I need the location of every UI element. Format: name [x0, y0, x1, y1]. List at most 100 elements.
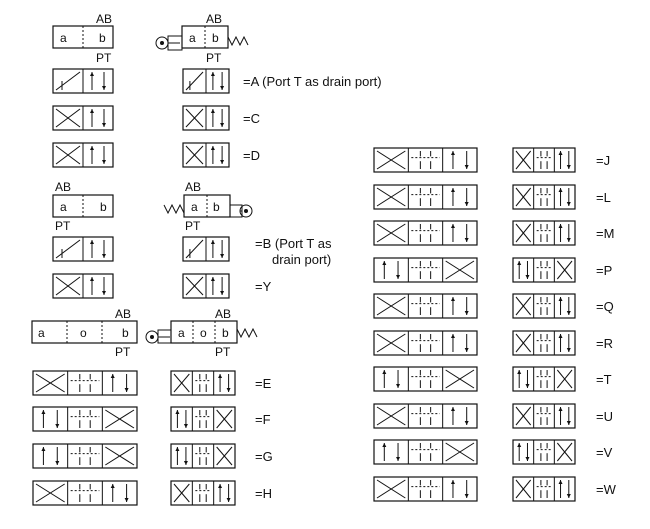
- right-symbol-row: =R: [373, 330, 613, 356]
- right-symbol-row: =V: [373, 439, 613, 465]
- valve-symbol-compact: [512, 476, 576, 502]
- label-right: =P: [596, 263, 612, 278]
- valve-symbol-compact: [182, 273, 230, 299]
- right-symbol-row: =M: [373, 220, 614, 246]
- valve-symbol-compact: [182, 142, 230, 168]
- label-y: =Y: [255, 279, 272, 294]
- valve-symbol-compact: [170, 406, 236, 432]
- label-right: =Q: [596, 299, 614, 314]
- position-label-o: o: [200, 326, 207, 340]
- label-right: =M: [596, 226, 614, 241]
- symbol-row-c: =C: [52, 105, 260, 131]
- label-right: =W: [596, 482, 617, 497]
- valve-symbol-full: [373, 293, 478, 319]
- port-label-ab: AB: [185, 180, 201, 194]
- label-h: =H: [255, 486, 272, 501]
- valve-symbol-compact: [170, 370, 236, 396]
- valve-symbol-full: [373, 184, 478, 210]
- position-label-b: b: [222, 326, 229, 340]
- position-label-b: b: [122, 326, 129, 340]
- port-label-ab: AB: [96, 12, 112, 26]
- solenoid-circle-icon: [155, 35, 183, 51]
- valve-symbol-full: [32, 480, 138, 506]
- spring-icon: [163, 203, 185, 215]
- valve-symbol-full: [373, 330, 478, 356]
- valve-symbol-full: [373, 476, 478, 502]
- valve-symbol-full: [373, 257, 478, 283]
- valve-symbol-compact: [512, 147, 576, 173]
- valve-symbol-full: [373, 403, 478, 429]
- position-label-b: b: [99, 31, 106, 45]
- header-valve-a-b: AB a b PT: [52, 12, 114, 65]
- right-symbol-column: =J =L =M =P =Q =R =T =U =V =W: [373, 147, 617, 502]
- right-symbol-row: =W: [373, 476, 617, 502]
- symbol-row-h: =H: [32, 480, 272, 506]
- position-label-b: b: [100, 200, 107, 214]
- symbol-row-d: =D: [52, 142, 260, 168]
- valve-symbol-compact: [512, 257, 576, 283]
- valve-symbol-full: [373, 147, 478, 173]
- label-right: =R: [596, 336, 613, 351]
- header-valve-solenoid-spring: AB a b PT: [155, 12, 249, 65]
- valve-symbol-compact: [512, 184, 576, 210]
- valve-symbol-compact: [512, 293, 576, 319]
- right-symbol-row: =T: [373, 366, 612, 392]
- right-symbol-row: =Q: [373, 293, 614, 319]
- header-valve-solenoid-a-o-b-spring: AB a o b PT: [145, 307, 258, 359]
- label-d: =D: [243, 148, 260, 163]
- label-g: =G: [255, 449, 273, 464]
- valve-symbol-compact: [512, 220, 576, 246]
- port-label-pt: PT: [115, 345, 131, 359]
- label-right: =V: [596, 445, 613, 460]
- solenoid-circle-icon: [229, 204, 253, 218]
- valve-symbol-full: [373, 439, 478, 465]
- solenoid-circle-icon: [145, 329, 172, 344]
- valve-symbol-compact: [182, 105, 230, 131]
- label-right: =J: [596, 153, 610, 168]
- valve-symbol-full: [373, 220, 478, 246]
- symbol-row-e: =E: [32, 370, 272, 396]
- spring-icon: [227, 35, 249, 47]
- right-symbol-row: =J: [373, 147, 610, 173]
- label-right: =U: [596, 409, 613, 424]
- header-valve-spring-solenoid: AB a b PT: [163, 180, 253, 233]
- symbol-row-g: =G: [32, 443, 273, 469]
- valve-symbol-full: [52, 273, 114, 299]
- port-label-ab: AB: [215, 307, 231, 321]
- symbol-row-y: =Y: [52, 273, 272, 299]
- symbol-row-b: =B (Port T as drain port): [52, 236, 332, 267]
- valve-symbol-compact: [512, 366, 576, 392]
- symbol-row-f: =F: [32, 406, 271, 432]
- valve-symbol-compact: [170, 443, 236, 469]
- spring-icon: [236, 327, 258, 339]
- valve-symbol-full: [32, 370, 138, 396]
- position-label-a: a: [60, 31, 67, 45]
- valve-symbol-compact: [170, 480, 236, 506]
- valve-symbol-full: [32, 443, 138, 469]
- position-label-a: a: [191, 200, 198, 214]
- port-label-ab: AB: [55, 180, 71, 194]
- label-f: =F: [255, 412, 271, 427]
- label-b: =B (Port T as: [255, 236, 332, 251]
- port-label-pt: PT: [206, 51, 222, 65]
- valve-symbol-full: [52, 236, 114, 262]
- valve-symbol-full: [52, 105, 114, 131]
- label-c: =C: [243, 111, 260, 126]
- right-symbol-row: =L: [373, 184, 611, 210]
- position-label-a: a: [60, 200, 67, 214]
- port-label-ab: AB: [115, 307, 131, 321]
- valve-symbol-full: [32, 406, 138, 432]
- symbol-row-a: =A (Port T as drain port): [52, 68, 382, 94]
- label-a: =A (Port T as drain port): [243, 74, 382, 89]
- valve-symbol-full: [373, 366, 478, 392]
- position-label-a: a: [38, 326, 45, 340]
- right-symbol-row: =P: [373, 257, 612, 283]
- port-label-pt: PT: [55, 219, 71, 233]
- header-valve-a-b-2: AB a b PT: [52, 180, 114, 233]
- right-symbol-row: =U: [373, 403, 613, 429]
- valve-symbol-compact: [182, 236, 230, 262]
- port-label-pt: PT: [215, 345, 231, 359]
- valve-symbol-full: [52, 68, 114, 94]
- header-valve-a-o-b: AB a o b PT: [31, 307, 138, 359]
